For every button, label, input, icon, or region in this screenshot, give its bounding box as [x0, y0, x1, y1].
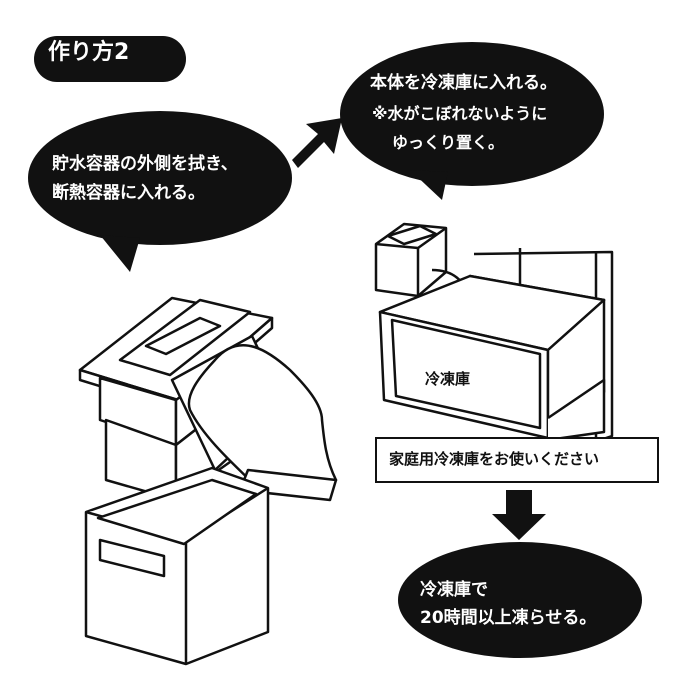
bubble-wipe-line-1: 貯水容器の外側を拭き、	[52, 154, 238, 174]
step-title: 作り方2	[48, 40, 130, 65]
bubble-put-line-3: ゆっくり置く。	[392, 133, 505, 152]
bubble-wipe-line-2: 断熱容器に入れる。	[52, 183, 205, 203]
speech-bubble-wipe	[28, 111, 292, 272]
hand-with-cloth-illustration	[170, 334, 338, 502]
arrow-down-icon	[492, 490, 546, 540]
bubble-freeze-line-2: 20時間以上凍らせる。	[420, 608, 597, 628]
bubble-put-line-2: ※水がこぼれないように	[372, 104, 548, 123]
speech-bubble-freeze	[398, 542, 642, 658]
freezer-label: 冷凍庫	[425, 370, 471, 388]
freezer-drawer-illustration	[378, 248, 614, 442]
bubble-freeze-line-1: 冷凍庫で	[420, 580, 488, 600]
notice-text: 家庭用冷凍庫をお使いください	[389, 450, 600, 468]
speech-bubble-put-in-freezer	[340, 42, 604, 200]
bubble-put-line-1: 本体を冷凍庫に入れる。	[370, 73, 557, 93]
insulated-container-illustration	[84, 466, 270, 666]
arrow-right-icon	[292, 118, 342, 168]
reservoir-small-illustration	[374, 222, 448, 298]
notice-box	[375, 437, 659, 483]
step-title-label	[34, 36, 186, 82]
